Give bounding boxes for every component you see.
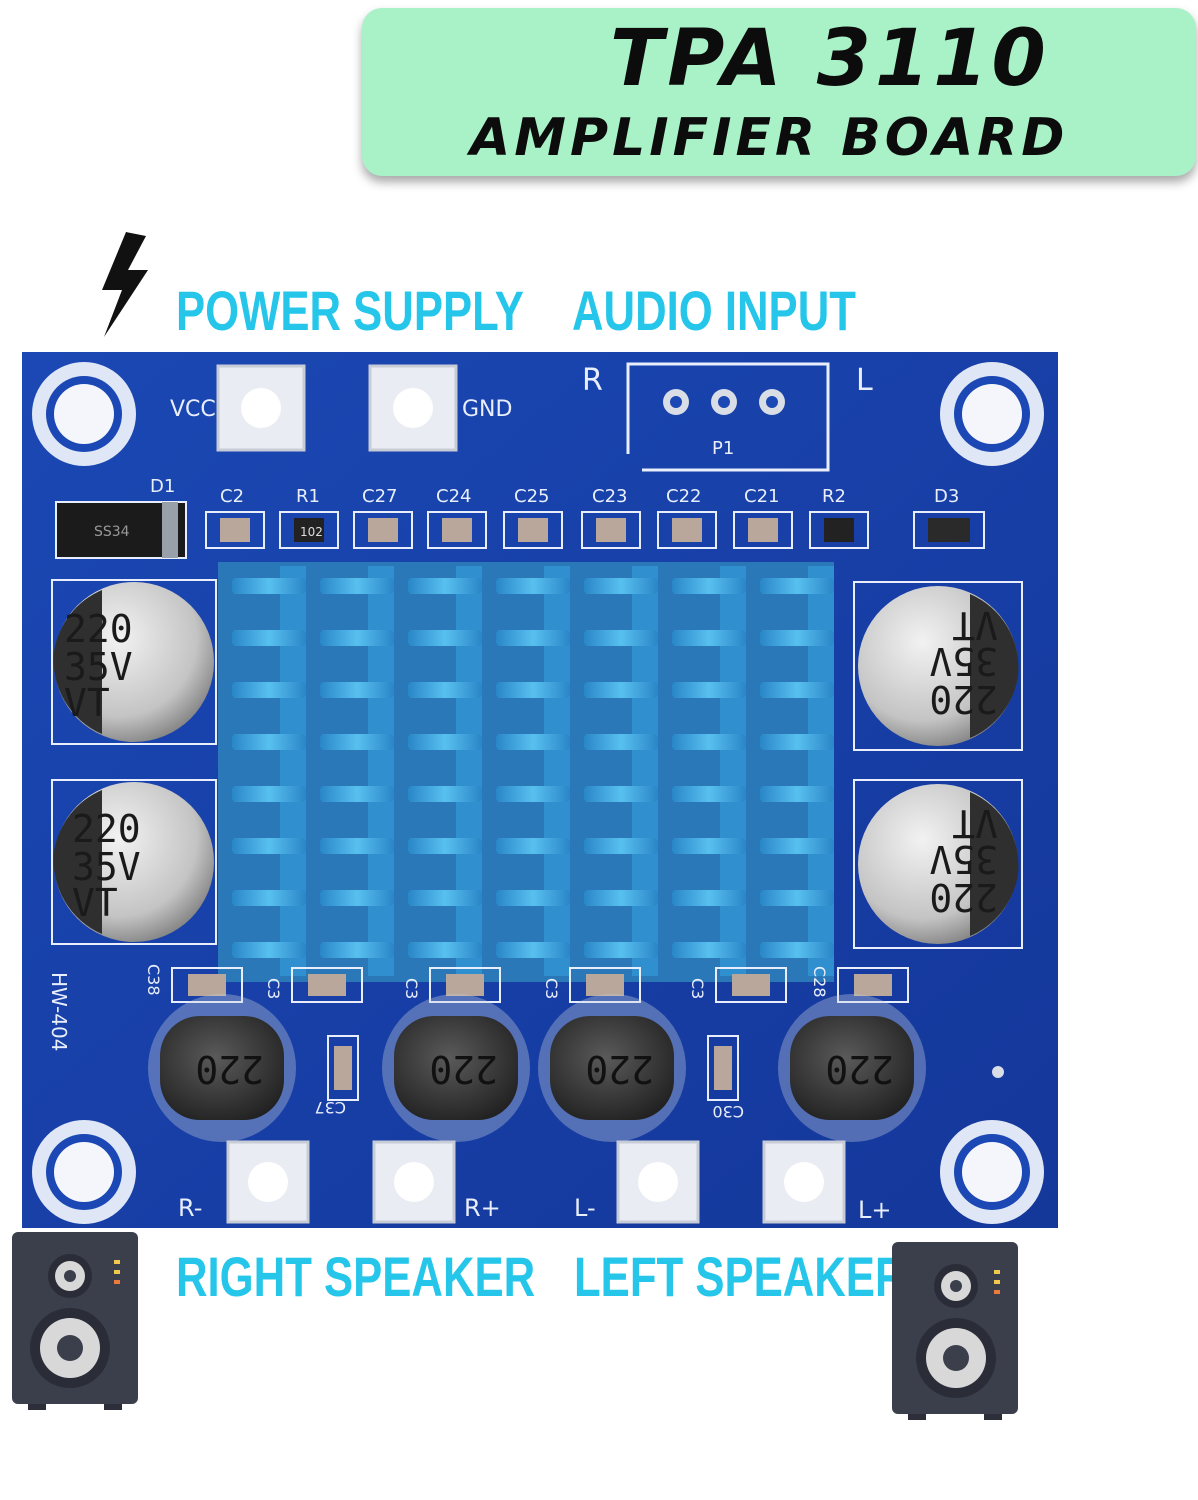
d3-label: D3 <box>934 486 959 507</box>
svg-text:L-: L- <box>574 1194 596 1222</box>
inductor: 220 <box>778 994 926 1142</box>
power-supply-label: POWER SUPPLY <box>176 279 524 342</box>
svg-text:C3: C3 <box>264 978 283 999</box>
inductor: 220 <box>382 994 530 1142</box>
svg-text:220: 220 <box>429 1047 498 1091</box>
banner-subtitle: AMPLIFIER BOARD <box>470 108 1069 168</box>
gnd-label: GND <box>462 397 512 422</box>
lightning-icon <box>102 232 148 337</box>
channel-r-label: R <box>582 363 603 398</box>
svg-text:C23: C23 <box>592 486 627 507</box>
svg-text:35V: 35V <box>72 845 141 889</box>
audio-input-label: AUDIO INPUT <box>572 279 856 342</box>
mounting-hole <box>940 1120 1044 1224</box>
svg-text:VT: VT <box>952 603 998 647</box>
cap-c37 <box>327 1035 359 1101</box>
mounting-hole <box>32 362 136 466</box>
inductor: 220 <box>148 994 296 1142</box>
electrolytic-capacitor: 220 35V VT <box>853 779 1023 949</box>
right-speaker-label: RIGHT SPEAKER <box>176 1245 536 1308</box>
svg-text:220: 220 <box>929 875 998 919</box>
svg-text:35V: 35V <box>929 837 998 881</box>
svg-text:C3: C3 <box>688 978 707 999</box>
input-pins <box>663 389 785 415</box>
svg-text:220: 220 <box>72 807 141 851</box>
svg-text:VT: VT <box>952 801 998 845</box>
cap-c30 <box>707 1035 739 1101</box>
svg-text:102: 102 <box>300 525 323 539</box>
svg-text:R-: R- <box>178 1194 202 1222</box>
svg-text:220: 220 <box>929 677 998 721</box>
speaker-icon <box>12 1232 138 1410</box>
amplifier-board: VCC GND R L P1 SS34 D1 C2 R1 C27 C24 C25… <box>22 352 1058 1228</box>
svg-text:VT: VT <box>72 881 118 925</box>
inductor: 220 <box>538 994 686 1142</box>
connector-label: P1 <box>712 438 734 459</box>
svg-text:C28: C28 <box>810 966 829 998</box>
vcc-label: VCC <box>170 397 216 422</box>
svg-text:35V: 35V <box>64 645 133 689</box>
banner-title: TPA 3110 <box>610 14 1050 104</box>
svg-text:35V: 35V <box>929 639 998 683</box>
svg-text:R2: R2 <box>822 486 846 507</box>
svg-text:R+: R+ <box>464 1194 501 1222</box>
svg-text:220: 220 <box>195 1047 264 1091</box>
svg-text:220: 220 <box>825 1047 894 1091</box>
svg-text:C25: C25 <box>514 486 549 507</box>
svg-text:C37: C37 <box>314 1098 346 1117</box>
svg-text:C27: C27 <box>362 486 397 507</box>
svg-text:220: 220 <box>585 1047 654 1091</box>
svg-text:C24: C24 <box>436 486 471 507</box>
svg-text:C2: C2 <box>220 486 244 507</box>
svg-text:220: 220 <box>64 607 133 651</box>
smd-row <box>205 511 869 549</box>
svg-text:R1: R1 <box>296 486 320 507</box>
channel-l-label: L <box>856 363 873 398</box>
svg-text:C22: C22 <box>666 486 701 507</box>
electrolytic-capacitor: 220 35V VT <box>51 579 217 745</box>
svg-text:C21: C21 <box>744 486 779 507</box>
left-speaker-label: LEFT SPEAKER <box>574 1245 907 1308</box>
model-label: HW-404 <box>47 972 71 1051</box>
svg-text:VT: VT <box>64 681 110 725</box>
bottom-caps <box>171 967 909 1003</box>
svg-text:C38: C38 <box>144 964 163 996</box>
mounting-hole <box>32 1120 136 1224</box>
heatsink <box>218 562 834 982</box>
mounting-hole <box>940 362 1044 466</box>
diode-d3 <box>913 511 985 549</box>
speaker-icon <box>892 1242 1018 1420</box>
title-banner <box>362 8 1196 176</box>
svg-text:C3: C3 <box>402 978 421 999</box>
svg-text:SS34: SS34 <box>94 524 130 540</box>
svg-text:C30: C30 <box>712 1102 744 1121</box>
svg-text:L+: L+ <box>858 1196 891 1224</box>
svg-text:C3: C3 <box>542 978 561 999</box>
d1-label: D1 <box>150 476 175 497</box>
electrolytic-capacitor: 220 35V VT <box>853 581 1023 751</box>
electrolytic-capacitor: 220 35V VT <box>51 779 217 945</box>
